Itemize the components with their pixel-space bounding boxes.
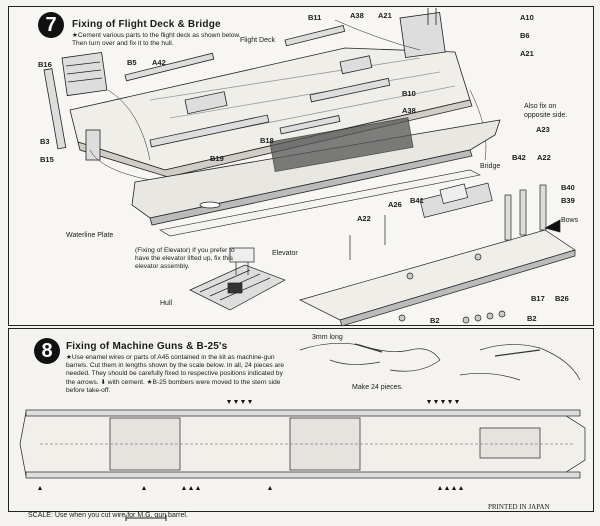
label-b26: B26 — [555, 294, 569, 303]
label-a23: A23 — [536, 125, 550, 134]
step-7-title: Fixing of Flight Deck & Bridge — [72, 19, 221, 30]
elevator-note: (Fixing of Elevator) If you prefer to ha… — [135, 247, 235, 271]
label-waterline-plate: Waterline Plate — [66, 232, 114, 239]
label-b2-a: B2 — [430, 316, 440, 325]
step-7-note: ★Cement various parts to the flight deck… — [72, 32, 241, 48]
label-b16: B16 — [38, 60, 52, 69]
label-bows: Bows — [561, 217, 579, 224]
label-b15: B15 — [40, 155, 54, 164]
label-a21-mid: A21 — [520, 49, 534, 58]
printed-in-japan: PRINTED IN JAPAN — [488, 503, 550, 511]
step-8-title: Fixing of Machine Guns & B-25's — [66, 341, 228, 352]
label-a26: A26 — [388, 200, 402, 209]
label-b6: B6 — [520, 31, 530, 40]
step-8-deck-plan — [19, 409, 586, 479]
label-b40: B40 — [561, 183, 575, 192]
label-b42: B42 — [512, 153, 526, 162]
label-flight-deck: Flight Deck — [240, 37, 276, 44]
label-b5: B5 — [127, 58, 137, 67]
label-a22-left: A22 — [357, 214, 371, 223]
label-elevator: Elevator — [272, 250, 298, 257]
label-a42: A42 — [152, 58, 166, 67]
label-3mm-long: 3mm long — [312, 334, 343, 341]
machine-gun-arrows — [38, 400, 463, 490]
label-b10: B10 — [402, 89, 416, 98]
label-a21-top: A21 — [378, 11, 392, 20]
label-a38-mid: A38 — [402, 106, 416, 115]
label-b19: B19 — [210, 154, 224, 163]
label-b41: B41 — [410, 196, 424, 205]
label-hull: Hull — [160, 300, 173, 307]
step-8-number: 8 — [34, 338, 60, 364]
lower-flight-deck — [299, 229, 576, 321]
scale-caption: SCALE: Use when you cut wire for M.G. gu… — [28, 512, 188, 519]
label-a38-top: A38 — [350, 11, 364, 20]
step-8-panel — [8, 328, 594, 512]
label-b11: B11 — [308, 13, 322, 22]
label-a10: A10 — [520, 13, 534, 22]
label-b39: B39 — [561, 196, 575, 205]
label-make-24-pieces: Make 24 pieces. — [352, 384, 403, 391]
label-b3: B3 — [40, 137, 50, 146]
step-7-number: 7 — [38, 12, 64, 38]
hand-sketch — [299, 343, 581, 381]
step-8-note: ★Use enamel wires or parts of A45 contai… — [66, 354, 285, 394]
label-bridge: Bridge — [480, 163, 501, 170]
label-a22-right: A22 — [537, 153, 551, 162]
label-b18: B18 — [260, 136, 274, 145]
label-also-fix: Also fix on opposite side. — [524, 103, 568, 119]
label-b2-b: B2 — [527, 314, 537, 323]
label-b17: B17 — [531, 294, 545, 303]
